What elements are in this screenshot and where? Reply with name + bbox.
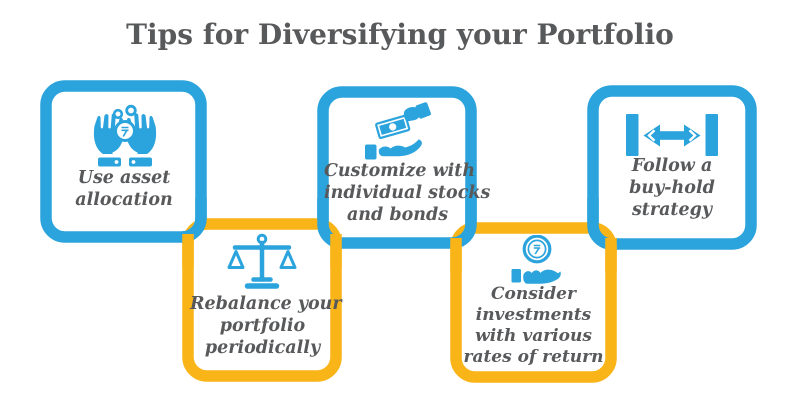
label-line: allocation (75, 190, 173, 210)
weave-yellow-over-blue (182, 234, 617, 272)
label-line: rates of return (463, 347, 604, 367)
card-4-label: Consider investments with various rates … (455, 284, 612, 368)
label-line: strategy (631, 200, 713, 220)
card-2-label: Rebalance your portfolio periodically (190, 293, 342, 359)
label-line: buy-hold (629, 178, 715, 198)
card-4-border (450, 222, 617, 383)
label-line: periodically (204, 338, 321, 358)
hands-holding-coins-icon (81, 104, 169, 168)
card-5-label: Follow a buy-hold strategy (596, 155, 748, 221)
balance-scale-icon (226, 231, 298, 291)
label-line: Follow a (631, 156, 713, 176)
label-line: and bonds (346, 205, 449, 225)
card-3-label: Customize with individual stocks and bon… (324, 160, 491, 226)
label-line: Consider (491, 284, 576, 304)
buy-hold-arrows-icon (624, 113, 720, 157)
page-title: Tips for Diversifying your Portfolio (126, 18, 674, 51)
label-line: Customize with (324, 161, 476, 181)
card-1-label: Use asset allocation (50, 167, 198, 211)
label-line: portfolio (219, 316, 306, 336)
label-line: Rebalance your (190, 294, 342, 314)
label-line: with various (475, 326, 592, 346)
card-1-border (40, 80, 207, 243)
label-line: Use asset (77, 168, 171, 188)
label-line: investments (475, 305, 592, 325)
card-5-border (587, 85, 757, 250)
card-3-border (317, 86, 477, 249)
hand-giving-money-icon (364, 102, 432, 164)
card-2-border (182, 218, 342, 382)
label-line: individual stocks (324, 183, 491, 203)
hand-with-rupee-coin-icon (507, 234, 563, 289)
